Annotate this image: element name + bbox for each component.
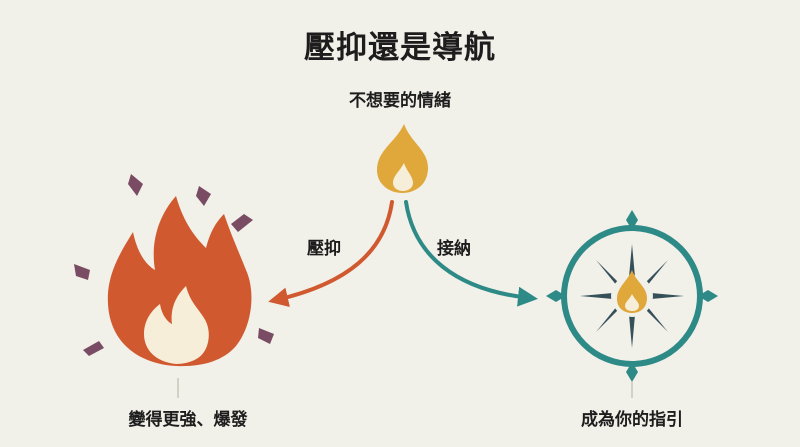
accept-path-label: 接納: [437, 239, 471, 259]
suppress-arrow: [268, 200, 394, 308]
suppress-outcome-label: 變得更強、爆發: [128, 410, 248, 430]
accept-arrow: [404, 200, 538, 307]
spark-marks: [74, 174, 274, 356]
suppress-path-label: 壓抑: [307, 239, 341, 259]
spark-mark: [83, 341, 104, 356]
spark-mark: [258, 328, 274, 344]
accept-outcome-label: 成為你的指引: [581, 410, 683, 430]
compass-flame-icon: [546, 210, 718, 382]
small-flame-icon: [377, 124, 428, 193]
spark-mark: [128, 174, 143, 196]
big-fire-icon: [107, 196, 252, 367]
spark-mark: [231, 214, 253, 232]
source-label: 不想要的情緒: [349, 91, 451, 111]
spark-mark: [74, 264, 90, 280]
page-title: 壓抑還是導航: [304, 30, 496, 66]
spark-mark: [196, 186, 211, 206]
